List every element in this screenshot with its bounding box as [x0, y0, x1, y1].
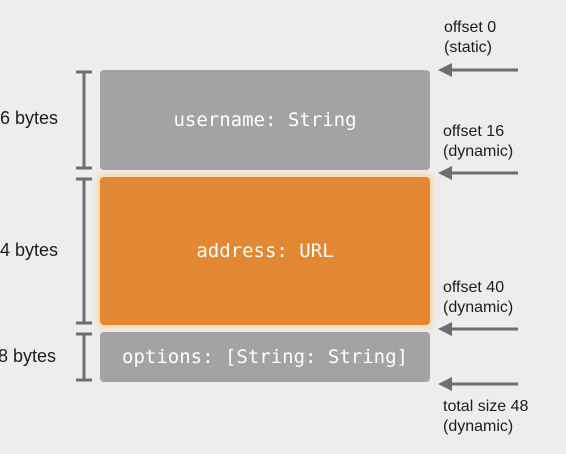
offset-label-total-line1: total size 48	[443, 398, 529, 415]
arrow-left-icon	[438, 63, 518, 77]
offset-label-16: offset 16 (dynamic)	[443, 122, 513, 162]
offset-label-0-line2: (static)	[444, 39, 492, 56]
arrow-left-icon	[438, 166, 518, 180]
field-box-username: username: String	[100, 70, 430, 170]
size-bracket-address	[76, 177, 92, 325]
offset-label-16-line2: (dynamic)	[443, 143, 514, 160]
field-label-username: username: String	[173, 109, 357, 131]
offset-label-total: total size 48 (dynamic)	[443, 397, 528, 437]
offset-label-0-line1: offset 0	[444, 19, 497, 36]
offset-label-40-line2: (dynamic)	[443, 299, 514, 316]
size-label-options: 8 bytes	[0, 346, 57, 366]
size-bracket-options	[76, 332, 92, 382]
arrow-left-icon	[438, 377, 518, 391]
offset-label-0: offset 0 (static)	[444, 18, 496, 58]
size-label-address: 24 bytes	[0, 240, 59, 260]
field-label-address: address: URL	[196, 240, 334, 262]
offset-label-40: offset 40 (dynamic)	[443, 278, 513, 318]
size-bracket-username	[76, 70, 92, 170]
arrow-left-icon	[438, 322, 518, 336]
offset-label-16-line1: offset 16	[443, 123, 505, 140]
offset-label-total-line2: (dynamic)	[443, 418, 514, 435]
field-box-options: options: [String: String]	[100, 332, 430, 382]
offset-label-40-line1: offset 40	[443, 279, 505, 296]
field-box-address: address: URL	[100, 177, 430, 325]
field-label-options: options: [String: String]	[122, 346, 408, 368]
size-label-username: 16 bytes	[0, 108, 59, 128]
